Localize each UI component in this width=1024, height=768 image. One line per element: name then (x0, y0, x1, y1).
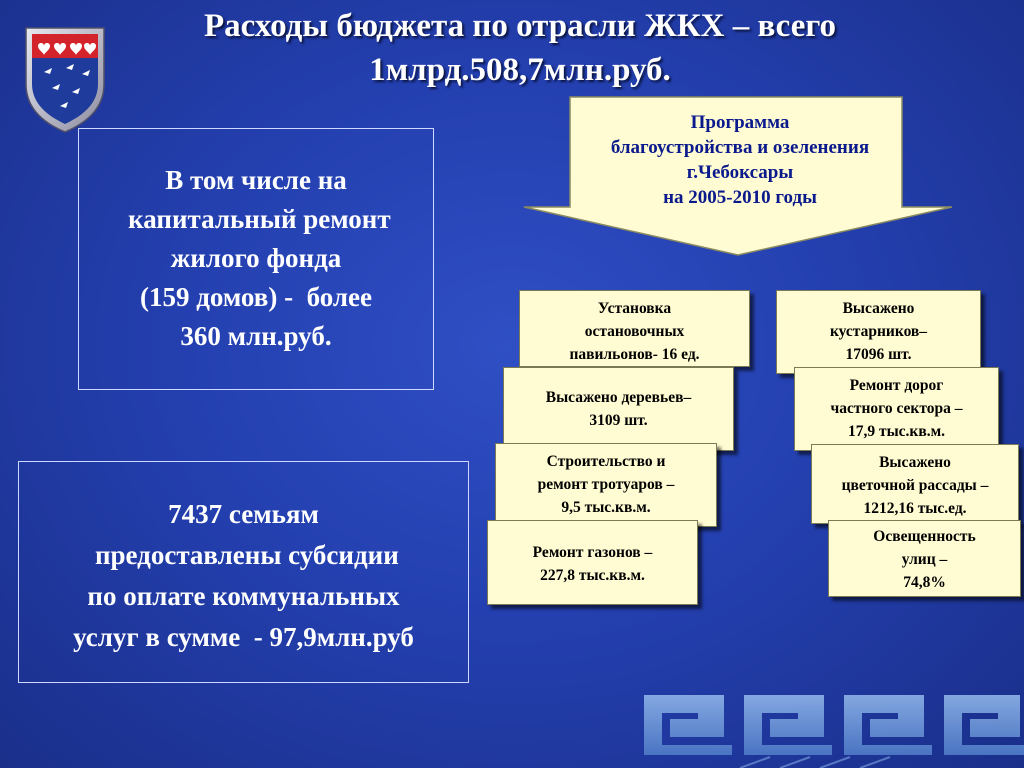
subsidies-box: 7437 семьям предоставлены субсидии по оп… (18, 461, 469, 683)
card-lighting: Освещенность улиц – 74,8% (828, 520, 1021, 597)
card-line: 227,8 тыс.кв.м. (540, 567, 645, 584)
card-line: кустарников– (829, 323, 928, 340)
program-line: Программа (690, 112, 790, 133)
card-line: павильонов- 16 ед. (569, 346, 700, 363)
card-line: Строительство и (546, 453, 666, 470)
program-line: г.Чебоксары (686, 162, 794, 183)
card-roads: Ремонт дорог частного сектора – 17,9 тыс… (794, 367, 999, 451)
meander-ornament-decoration (644, 695, 1024, 768)
capital-repair-line: капитальный ремонт (121, 204, 391, 234)
card-line: Высажено (842, 300, 915, 317)
card-trees: Высажено деревьев– 3109 шт. (503, 367, 734, 451)
city-coat-of-arms-icon (25, 27, 105, 133)
program-line: благоустройства и озеленения (610, 137, 870, 158)
subsidies-line: по оплате коммунальных (87, 581, 400, 611)
card-line: цветочной рассады – (841, 477, 989, 494)
program-line: на 2005-2010 годы (663, 187, 817, 208)
program-title: Программа благоустройства и озеленения г… (560, 110, 920, 210)
program-arrow-shape (523, 96, 953, 256)
title-line-1: Расходы бюджета по отрасли ЖКХ – всего (203, 8, 837, 44)
card-line: Ремонт газонов – (532, 544, 653, 561)
card-line: частного сектора – (830, 400, 963, 417)
subsidies-line: услуг в сумме - 97,9млн.руб (73, 622, 414, 652)
capital-repair-line: В том числе на (165, 165, 347, 195)
capital-repair-line: жилого фонда (170, 243, 342, 273)
card-flowers: Высажено цветочной рассады – 1212,16 тыс… (811, 444, 1019, 524)
capital-repair-line: (159 домов) - более (140, 282, 372, 312)
card-line: ремонт тротуаров – (537, 476, 675, 493)
card-line: Высажено (879, 454, 951, 471)
subsidies-line: 7437 семьям (168, 499, 319, 529)
card-line: Высажено деревьев– (545, 389, 692, 406)
subsidies-line: предоставлены субсидии (88, 540, 399, 570)
capital-repair-line: 360 млн.руб. (180, 321, 332, 351)
card-line: 1212,16 тыс.ед. (863, 500, 967, 517)
card-line: 3109 шт. (589, 412, 648, 429)
title-line-2: 1млрд.508,7млн.руб. (369, 52, 671, 88)
card-line: остановочных (584, 323, 685, 340)
card-shrubs: Высажено кустарников– 17096 шт. (776, 290, 981, 374)
card-line: улиц – (901, 551, 948, 568)
card-line: Установка (597, 300, 672, 317)
card-line: 17,9 тыс.кв.м. (847, 423, 946, 440)
card-sidewalks: Строительство и ремонт тротуаров – 9,5 т… (495, 443, 717, 527)
page-title: Расходы бюджета по отрасли ЖКХ – всего 1… (120, 4, 920, 92)
card-pavilions: Установка остановочных павильонов- 16 ед… (519, 290, 750, 367)
card-line: 74,8% (903, 574, 946, 591)
card-line: Ремонт дорог (849, 377, 944, 394)
card-line: 17096 шт. (845, 346, 912, 363)
card-line: 9,5 тыс.кв.м. (561, 499, 651, 516)
card-lawns: Ремонт газонов – 227,8 тыс.кв.м. (487, 520, 698, 605)
capital-repair-box: В том числе на капитальный ремонт жилого… (78, 128, 434, 390)
card-line: Освещенность (873, 528, 976, 545)
